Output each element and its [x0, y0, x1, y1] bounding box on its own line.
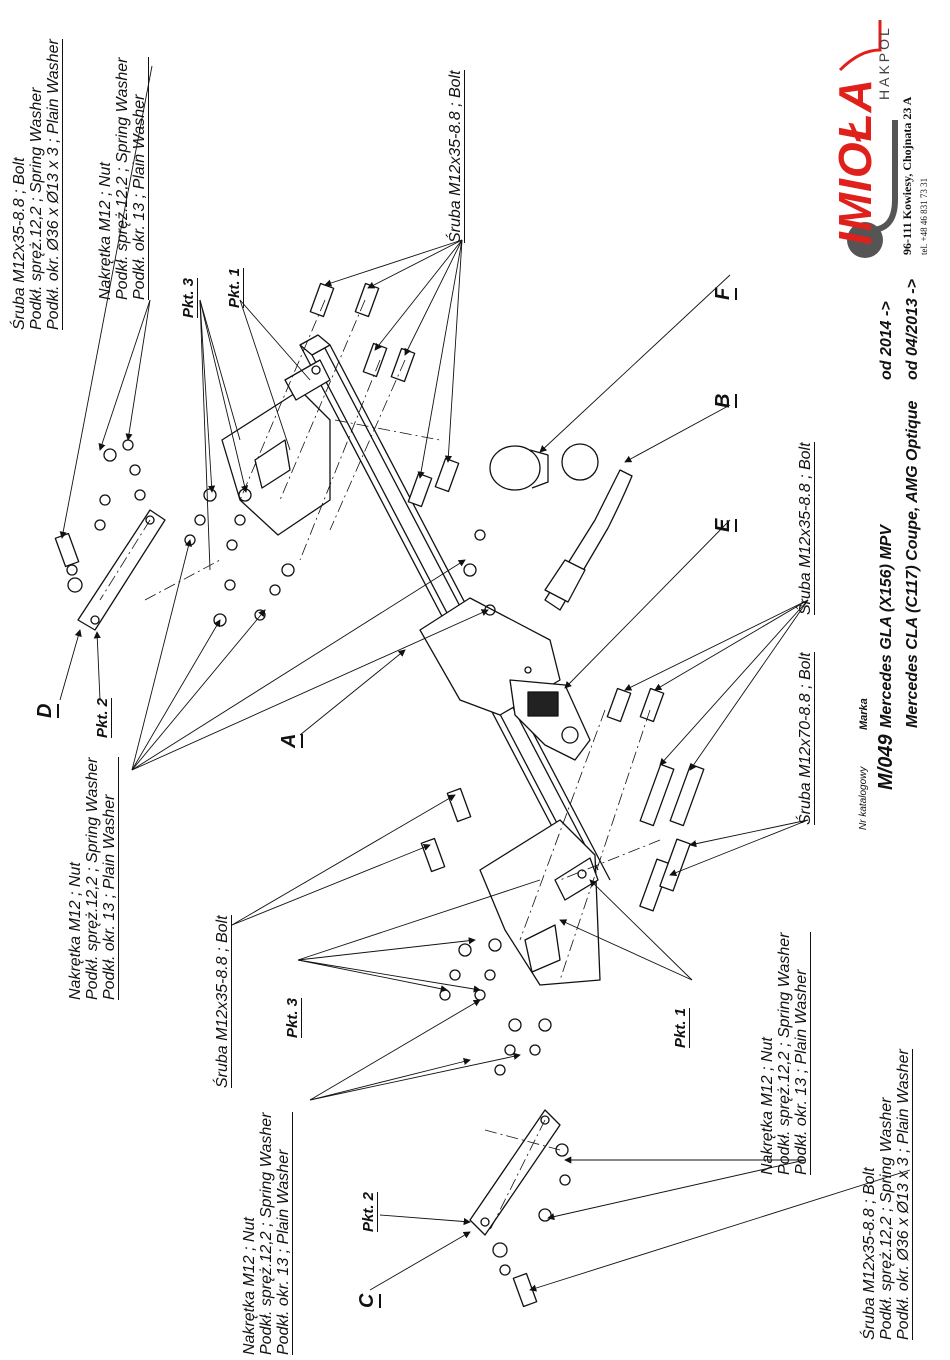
tag-pkt1-top: Pkt. 1 — [226, 267, 244, 308]
label-bolt-35-right: Śruba M12x35-8.8 ; Bolt — [797, 442, 815, 615]
label-nut-mid-left: Nakrętka M12 ; Nut Podkł. spręż.12,2 ; S… — [67, 757, 120, 1000]
end-plate-c — [469, 1109, 561, 1236]
label-nut-top: Nakrętka M12 ; Nut Podkł. spręż.12,2 ; S… — [97, 57, 150, 300]
tag-d: D — [34, 703, 59, 718]
side-bracket-bottom — [479, 819, 601, 986]
end-plate-d — [77, 509, 166, 631]
tag-a: A — [278, 733, 303, 748]
tag-pkt2-bottom: Pkt. 2 — [360, 1191, 378, 1232]
logo-subtitle: HAKPOL — [876, 25, 892, 100]
company-tel: tel. +48 46 831 73 31 — [919, 177, 929, 255]
logo-wordmark: IMIOŁA — [829, 78, 881, 245]
tag-pkt2-top: Pkt. 2 — [94, 697, 112, 738]
tag-pkt1-bottom: Pkt. 1 — [672, 1007, 690, 1048]
bolts — [54, 282, 705, 1308]
model-cla: Mercedes CLA (C117) Coupe, AMG Optique — [904, 400, 921, 728]
leader-lines — [59, 65, 911, 1292]
label-nut-bottom-left: Nakrętka M12 ; Nut Podkł. spręż.12,2 ; S… — [241, 1112, 294, 1355]
catalog-number: M/049 — [875, 734, 897, 790]
label-bolt-top: Śruba M12x35-8.8 ; Bolt — [447, 70, 465, 243]
model-gla: Mercedes GLA (X156) MPV — [878, 524, 895, 728]
date-gla: od 2014 -> — [878, 301, 895, 380]
label-bolt-70: Śruba M12x70-8.8 ; Bolt — [797, 652, 815, 825]
tow-ball-b — [544, 443, 633, 611]
socket-plate-e — [509, 679, 591, 761]
tag-e: E — [712, 518, 737, 532]
tag-f: F — [712, 287, 737, 300]
tag-pkt3-top: Pkt. 3 — [180, 277, 198, 318]
tag-c: C — [356, 1293, 381, 1308]
label-bolt-washer-bottom: Śruba M12x35-8.8 ; Bolt Podkł. spręż.12,… — [861, 1049, 914, 1340]
label-bolt-mid-left: Śruba M12x35-8.8 ; Bolt — [214, 915, 232, 1088]
brand-label: Marka — [858, 698, 870, 730]
ball-cap-f — [489, 445, 549, 491]
tag-b: B — [712, 393, 737, 408]
side-bracket-top — [221, 359, 331, 536]
date-cla: od 04/2013 -> — [904, 279, 921, 380]
logo-hook-icon — [838, 20, 898, 258]
label-nut-bottom-right: Nakrętka M12 ; Nut Podkł. spręż.12,2 ; S… — [759, 932, 812, 1175]
catalog-number-label: Nr katalogowy — [858, 766, 869, 830]
label-bolt-washer-top-left: Śruba M12x35-8.8 ; Bolt Podkł. spręż.12,… — [11, 39, 64, 330]
tag-pkt3-bottom: Pkt. 3 — [284, 997, 302, 1038]
fastener-stack — [66, 439, 571, 1276]
company-logo: IMIOŁA — [828, 78, 882, 245]
assembly-lines — [99, 299, 661, 1231]
